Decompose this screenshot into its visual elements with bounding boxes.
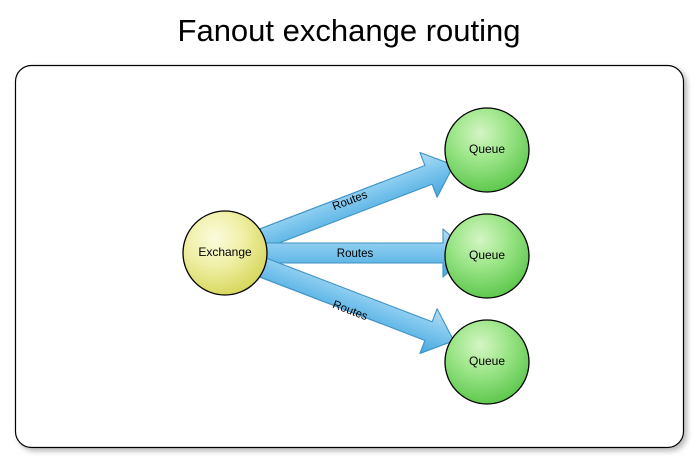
node-queue-bottom[interactable]: Queue: [444, 319, 530, 405]
arrow-shape-bottom: [257, 257, 455, 355]
page-title: Fanout exchange routing: [177, 13, 521, 48]
node-queue-top[interactable]: Queue: [444, 107, 530, 193]
queue-middle-circle[interactable]: [444, 213, 530, 299]
exchange-label: Exchange: [198, 245, 252, 259]
queue-top-circle[interactable]: [444, 107, 530, 193]
queue-middle-label: Queue: [469, 248, 505, 262]
queue-top-label: Queue: [469, 142, 505, 156]
queue-bottom-label: Queue: [469, 354, 505, 368]
edge-bottom: Routes: [257, 257, 455, 355]
node-queue-middle[interactable]: Queue: [444, 213, 530, 299]
node-exchange[interactable]: Exchange: [182, 210, 268, 296]
arrow-shape-top: [257, 151, 455, 249]
edge-label-middle: Routes: [337, 248, 374, 260]
exchange-circle[interactable]: [182, 210, 268, 296]
queue-bottom-circle[interactable]: [444, 319, 530, 405]
